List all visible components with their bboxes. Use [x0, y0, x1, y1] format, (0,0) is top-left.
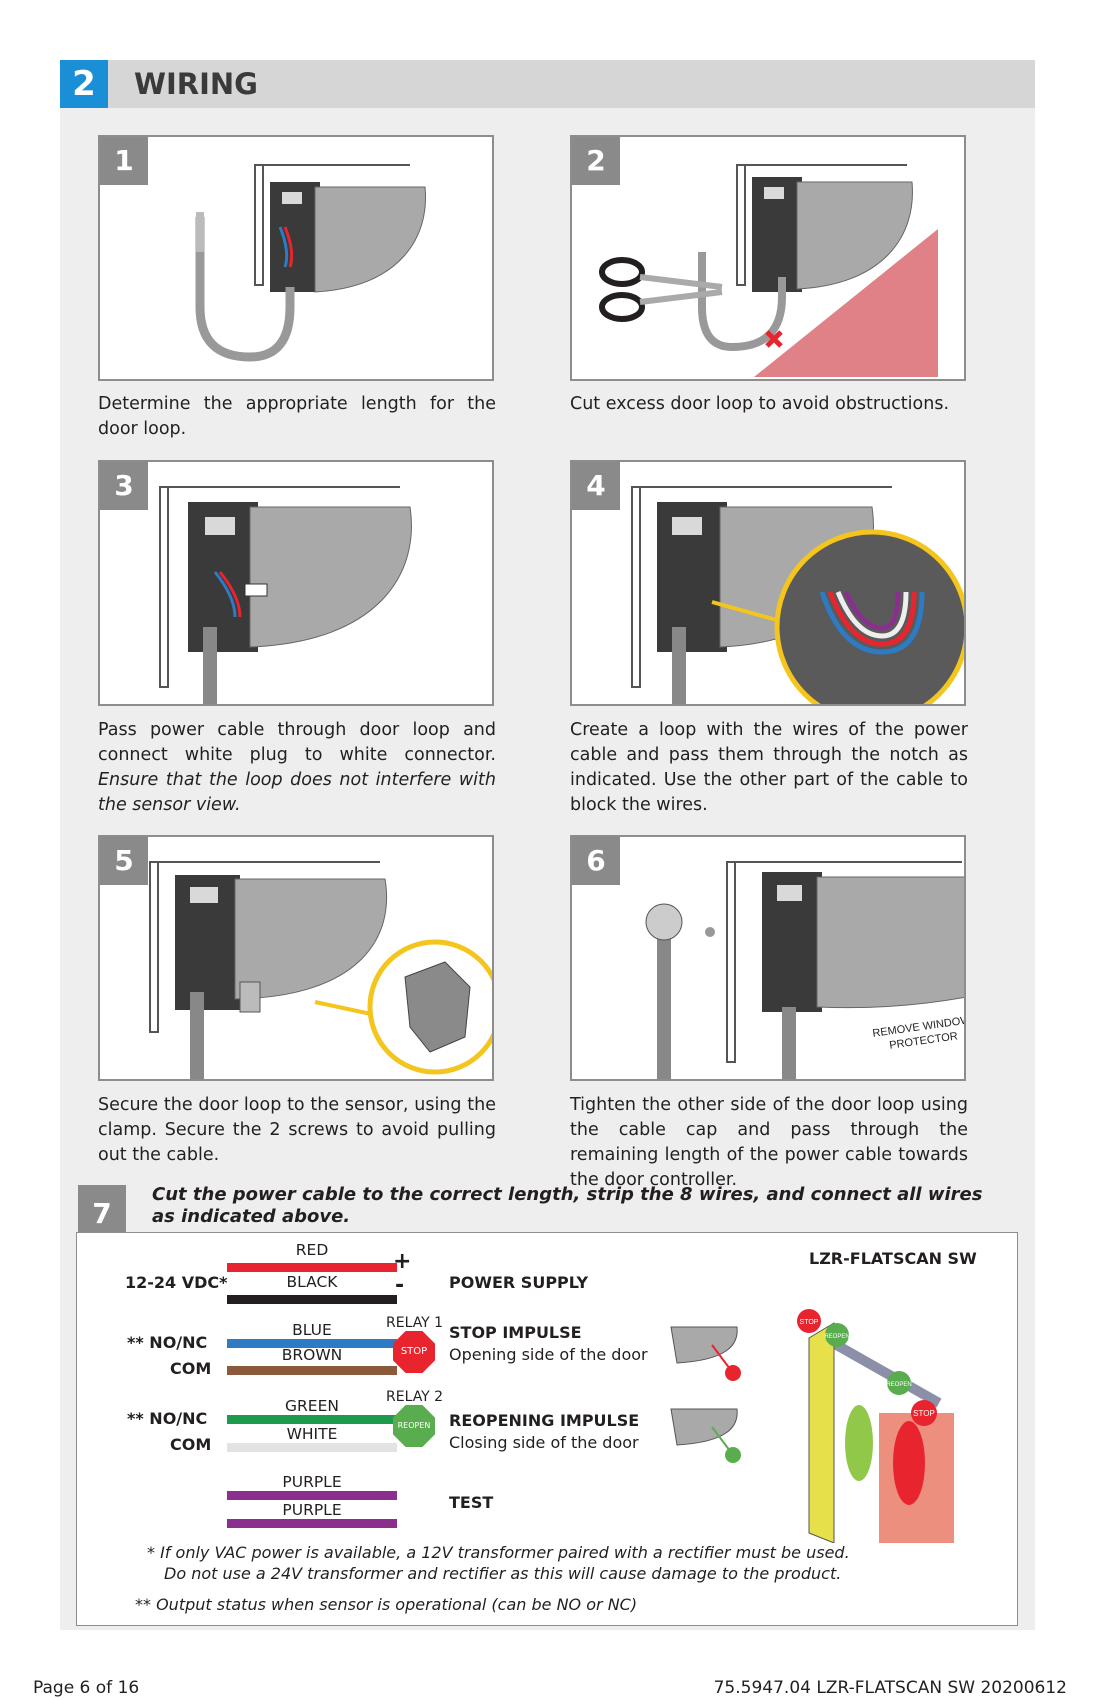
footnote-2: ** Output status when sensor is operatio… — [135, 1595, 638, 1614]
step-2-caption: Cut excess door loop to avoid obstructio… — [570, 394, 950, 414]
step-3-caption: Pass power cable through door loop and c… — [98, 718, 496, 818]
section-header: 2 WIRING — [60, 60, 1035, 108]
step-6-number: 6 — [572, 837, 620, 885]
step-3-italic-text: Ensure that the loop does not interfere … — [98, 770, 496, 815]
sensor-closing-side-icon — [670, 1408, 741, 1463]
wire-black — [227, 1295, 397, 1304]
step-2-illustration: 2 — [570, 135, 966, 381]
power-voltage-label: 12-24 VDC* — [125, 1273, 228, 1292]
wire-purple-2 — [227, 1519, 397, 1528]
sensor-opening-side-icon — [670, 1326, 741, 1381]
illus-reopen-sign-2: REOPEN — [886, 1382, 911, 1388]
step-4-caption: Create a loop with the wires of the powe… — [570, 720, 968, 815]
step-6-illustration: 6 REMOVE WINDOW PROTECTOR — [570, 835, 966, 1081]
step-1-caption: Determine the appropriate length for the… — [98, 394, 496, 439]
document-id: 75.5947.04 LZR-FLATSCAN SW 20200612 — [713, 1678, 1067, 1698]
step-5-illustration: 5 — [98, 835, 494, 1081]
wire-blue-label: BLUE — [292, 1321, 332, 1339]
door-illustration: STOP REOPEN REOPEN STOP — [797, 1309, 954, 1543]
relay1-label: RELAY 1 — [386, 1315, 444, 1331]
wire-blue — [227, 1339, 397, 1348]
wire-black-label: BLACK — [286, 1273, 338, 1291]
step-1-illustration: 1 — [98, 135, 494, 381]
wire-purple-1-label: PURPLE — [282, 1473, 342, 1491]
step-1-number: 1 — [100, 137, 148, 185]
relay1-no-nc-label: ** NO/NC — [127, 1333, 208, 1352]
remove-window-protector-label: REMOVE WINDOW PROTECTOR — [872, 1014, 964, 1052]
reopen-sign-icon: REOPEN — [393, 1405, 435, 1447]
wire-purple-1 — [227, 1491, 397, 1500]
reopening-impulse-label: REOPENING IMPULSE — [449, 1411, 640, 1430]
wire-white-label: WHITE — [286, 1425, 338, 1443]
test-label: TEST — [449, 1493, 494, 1512]
footnote-1-line-1: * If only VAC power is available, a 12V … — [147, 1543, 850, 1562]
illus-stop-sign-2: STOP — [913, 1409, 935, 1418]
illus-reopen-sign-1: REOPEN — [824, 1334, 849, 1340]
wiring-diagram: LZR-FLATSCAN SW 12-24 VDC* RED BLACK + -… — [76, 1232, 1018, 1626]
wire-red — [227, 1263, 397, 1272]
step-2-number: 2 — [572, 137, 620, 185]
minus-sign: - — [395, 1273, 405, 1298]
step-3-illustration: 3 — [98, 460, 494, 706]
step-4-illustration: 4 — [570, 460, 966, 706]
footnote-1-line-2: Do not use a 24V transformer and rectifi… — [164, 1564, 842, 1583]
step-4-number: 4 — [572, 462, 620, 510]
wire-white — [227, 1443, 397, 1452]
stop-impulse-label: STOP IMPULSE — [449, 1323, 582, 1342]
step-3-text: Pass power cable through door loop and c… — [98, 720, 496, 765]
step-3-number: 3 — [100, 462, 148, 510]
step-6-caption: Tighten the other side of the door loop … — [570, 1095, 968, 1190]
wire-purple-2-label: PURPLE — [282, 1501, 342, 1519]
relay2-label: RELAY 2 — [386, 1389, 444, 1405]
illus-stop-sign-1: STOP — [800, 1319, 819, 1326]
step-5-caption: Secure the door loop to the sensor, usin… — [98, 1095, 496, 1165]
section-number: 2 — [60, 60, 108, 108]
wire-red-label: RED — [295, 1241, 329, 1259]
relay2-com-label: COM — [170, 1435, 212, 1454]
wire-brown — [227, 1366, 397, 1375]
stop-impulse-description: Opening side of the door — [449, 1345, 648, 1364]
section-title: WIRING — [134, 67, 258, 101]
relay1-com-label: COM — [170, 1359, 212, 1378]
wire-green-label: GREEN — [285, 1397, 339, 1415]
relay2-no-nc-label: ** NO/NC — [127, 1409, 208, 1428]
wire-green — [227, 1415, 397, 1424]
plus-sign: + — [393, 1249, 412, 1274]
step-7-title: Cut the power cable to the correct lengt… — [152, 1184, 983, 1227]
wire-brown-label: BROWN — [281, 1346, 343, 1364]
power-supply-label: POWER SUPPLY — [449, 1273, 589, 1292]
step-5-number: 5 — [100, 837, 148, 885]
stop-sign-icon: STOP — [393, 1331, 435, 1373]
product-name: LZR-FLATSCAN SW — [809, 1249, 977, 1268]
reopening-impulse-description: Closing side of the door — [449, 1433, 639, 1452]
page-number: Page 6 of 16 — [33, 1678, 140, 1698]
